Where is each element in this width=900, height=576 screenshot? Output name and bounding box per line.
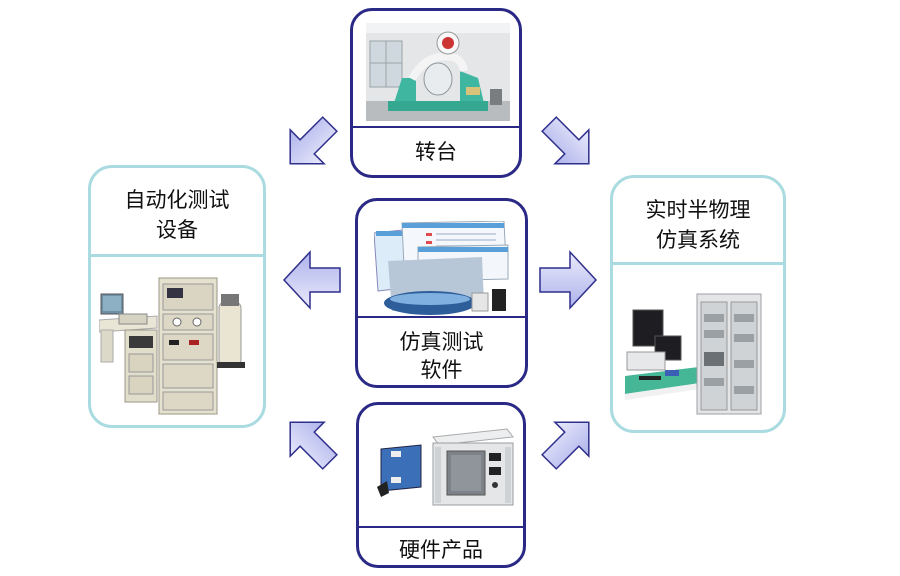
node-divider <box>91 254 263 257</box>
node-label-line1: 仿真测试 <box>399 330 484 354</box>
node-realtime-hil-simulation: 实时半物理 仿真系统 <box>610 175 786 433</box>
arrow-hardware-to-auto-test <box>276 408 344 476</box>
node-label: 转台 <box>415 140 457 164</box>
node-label-line2: 仿真系统 <box>656 228 740 252</box>
node-label-line2: 软件 <box>420 358 463 382</box>
arrow-software-to-auto-test <box>280 248 344 312</box>
node-label-line1: 实时半物理 <box>645 198 751 222</box>
node-label-line1: 自动化测试 <box>124 188 230 212</box>
hardware-card-chassis-photo <box>377 425 521 509</box>
arrow-hardware-to-rt-sim <box>535 408 603 476</box>
node-turntable: 转台 <box>350 8 522 178</box>
turntable-photo <box>366 23 510 121</box>
node-hardware-products: 硬件产品 <box>356 402 526 568</box>
arrow-turntable-to-auto-test <box>276 110 344 178</box>
node-label-line2: 设备 <box>156 218 198 242</box>
node-simulation-test-software: 仿真测试 软件 <box>355 198 528 388</box>
node-auto-test-equipment: 自动化测试 设备 <box>88 165 266 428</box>
node-label: 硬件产品 <box>399 538 483 562</box>
arrow-turntable-to-rt-sim <box>535 110 603 178</box>
arrow-software-to-rt-sim <box>536 248 600 312</box>
node-divider <box>613 262 783 265</box>
node-divider <box>359 526 523 528</box>
simulation-rack-photo <box>625 290 775 418</box>
test-rack-photo <box>99 272 255 418</box>
node-divider <box>358 316 525 318</box>
node-divider <box>353 126 519 128</box>
software-screens-photo <box>374 221 514 317</box>
